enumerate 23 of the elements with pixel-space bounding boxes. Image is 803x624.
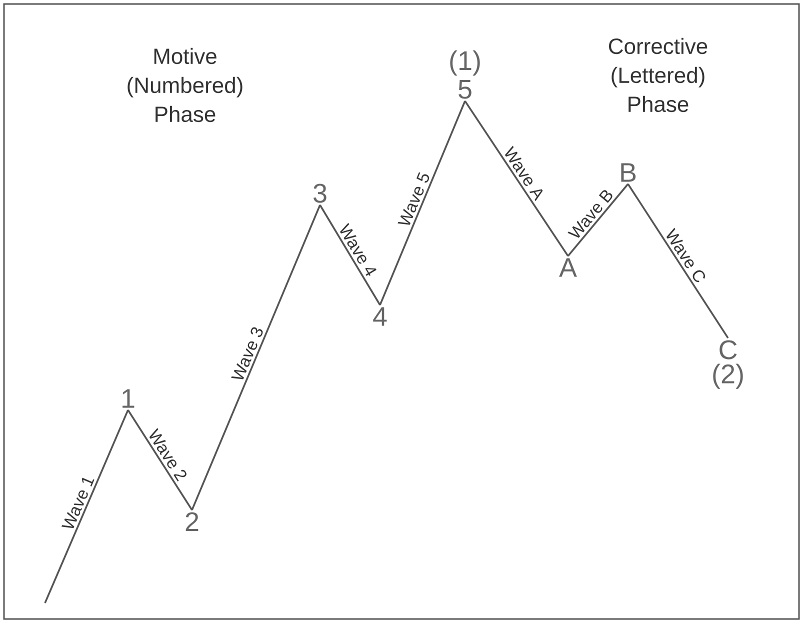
wave-point-label: B <box>621 163 636 182</box>
wave-line <box>567 183 629 257</box>
wave-point-label: A <box>559 258 577 277</box>
degree-label: (1) <box>450 50 480 76</box>
edge-label: Wave 1 <box>61 478 94 528</box>
wave-point-label: 4 <box>373 307 387 326</box>
wave-point-label: 5 <box>458 80 472 99</box>
wave-line <box>627 184 729 338</box>
wave-point-label: C <box>720 340 737 360</box>
wave-line <box>379 100 466 306</box>
wave-line <box>191 204 321 510</box>
edge-label: Wave 3 <box>231 327 263 380</box>
edge-label: Wave 5 <box>398 172 430 225</box>
wave-line <box>127 410 193 510</box>
wave-line <box>464 100 569 256</box>
phase-label: Corrective (Lettered) Phase <box>609 38 708 112</box>
wave-point-label: 1 <box>122 389 134 408</box>
wave-point-label: 3 <box>314 184 326 203</box>
wave-point-label: 2 <box>186 512 198 532</box>
wave-line <box>44 410 129 604</box>
phase-label: Motive (Numbered) Phase <box>128 48 242 122</box>
wave-line <box>319 204 381 306</box>
degree-label: (2) <box>713 364 743 389</box>
